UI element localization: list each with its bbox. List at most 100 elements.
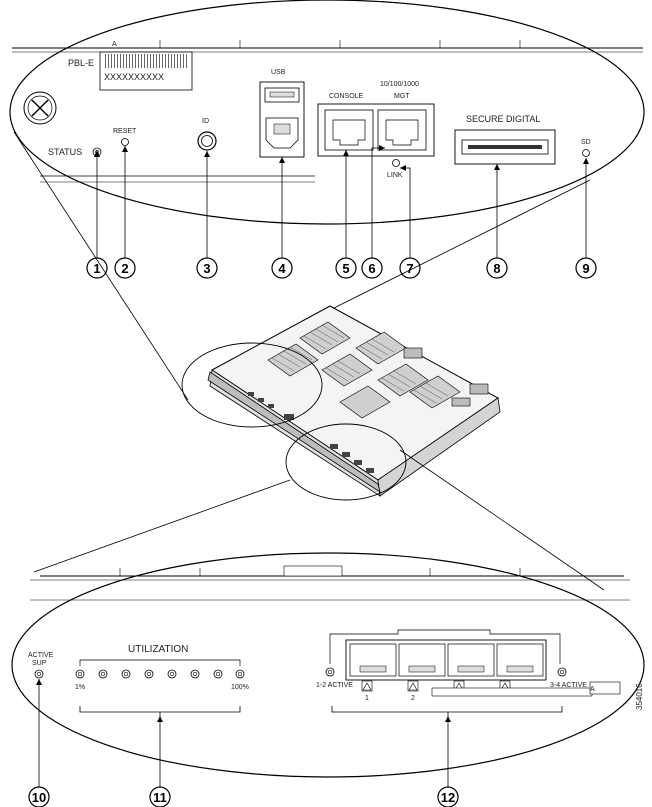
svg-text:8: 8	[493, 261, 500, 276]
callout-9: 9	[575, 257, 597, 279]
callout-6: 6	[361, 257, 383, 279]
usb-port-icon	[259, 81, 305, 158]
utilization-led-icon	[235, 669, 245, 679]
faceplate-ports	[248, 392, 374, 473]
svg-text:2: 2	[121, 261, 128, 276]
bottom-magnifier-ellipse	[11, 552, 645, 778]
link-label: LINK	[387, 172, 403, 179]
id-label: ID	[202, 118, 209, 125]
sd-led-icon	[582, 149, 590, 157]
svg-text:6: 6	[368, 261, 375, 276]
bottom-leader-arrows	[36, 679, 451, 722]
reset-button-icon	[121, 138, 129, 146]
utilization-bracket	[79, 659, 241, 666]
tag-a-bottom: A	[590, 686, 595, 693]
top-leader-arrows	[94, 145, 589, 171]
ejector-latch	[589, 681, 621, 695]
console-label: CONSOLE	[329, 93, 364, 100]
bottom-callouts: 10 11 12	[28, 786, 459, 807]
active-sup-label-line1: ACTIVE	[28, 652, 54, 659]
serial-number: XXXXXXXXXX	[104, 72, 164, 82]
svg-text:11: 11	[153, 790, 167, 805]
utilization-label: UTILIZATION	[128, 644, 188, 655]
utilization-leds	[75, 669, 245, 679]
bottom-magnified-panel: ACTIVE SUP UTILIZATION 1% 100%	[11, 552, 645, 778]
utilization-led-icon	[190, 669, 200, 679]
status-label: STATUS	[48, 147, 82, 157]
svg-text:10: 10	[32, 790, 46, 805]
id-button-icon	[197, 131, 217, 151]
mgt-speed-label: 10/100/1000	[380, 81, 419, 88]
utilization-led-icon	[75, 669, 85, 679]
bottom-projection-lines	[33, 449, 605, 591]
utilization-led-icon	[144, 669, 154, 679]
top-magnifier-ellipse	[9, 0, 645, 225]
partial-model-label: PBL-E	[68, 58, 94, 68]
backplane-connectors	[403, 347, 489, 407]
sd-label: SD	[581, 139, 591, 146]
svg-text:9: 9	[582, 261, 589, 276]
top-leader-lines	[96, 146, 587, 258]
callout-5: 5	[335, 257, 357, 279]
faceplate	[207, 371, 381, 493]
utilization-led-icon	[213, 669, 223, 679]
callout-1: 1	[86, 257, 108, 279]
mgt-label: MGT	[394, 93, 410, 100]
callout-8: 8	[486, 257, 508, 279]
ports-34-active-label: 3-4 ACTIVE	[550, 682, 587, 689]
svg-text:5: 5	[342, 261, 349, 276]
callout-2: 2	[114, 257, 136, 279]
ports-34-active-led-icon	[557, 667, 567, 677]
callout-12: 12	[437, 786, 459, 807]
link-led-icon	[392, 159, 400, 167]
active-sup-led-icon	[34, 669, 44, 679]
callout-11-brace	[79, 706, 241, 716]
svg-text:7: 7	[406, 261, 413, 276]
utilization-max-label: 100%	[231, 684, 249, 691]
callout-3: 3	[196, 257, 218, 279]
figure-id: 354016	[635, 683, 644, 710]
utilization-led-icon	[121, 669, 131, 679]
bottom-tab-top	[283, 565, 343, 577]
callout-12-brace	[331, 706, 563, 716]
sfp-cage	[345, 639, 547, 681]
secure-digital-slot-icon	[454, 129, 556, 165]
port-1-label: 1	[365, 695, 369, 702]
svg-text:1: 1	[93, 261, 100, 276]
ports-zoom-ellipse	[285, 423, 407, 501]
callout-7: 7	[399, 257, 421, 279]
heatsinks	[267, 321, 461, 419]
serial-label-plate: XXXXXXXXXX	[99, 51, 193, 91]
utilization-min-label: 1%	[75, 684, 85, 691]
utilization-led-icon	[98, 669, 108, 679]
ejector-tab	[431, 687, 593, 697]
heatsink-fins	[271, 324, 449, 404]
screw-icon	[23, 91, 57, 125]
top-magnified-panel: XXXXXXXXXX PBL-E A STATUS RESET ID USB	[9, 0, 645, 225]
callout-11: 11	[149, 786, 171, 807]
supervisor-module-board	[181, 305, 501, 501]
active-sup-label-line2: SUP	[32, 660, 47, 667]
laser-warning-icon	[361, 680, 373, 692]
port-2-label: 2	[411, 695, 415, 702]
ports-12-active-label: 1-2 ACTIVE	[316, 682, 353, 689]
secure-digital-label: SECURE DIGITAL	[466, 114, 540, 124]
ports-12-active-led-icon	[325, 667, 335, 677]
top-edge-notches	[159, 40, 521, 48]
reset-label: RESET	[113, 128, 137, 135]
top-callouts: 1 2 3 4 5 6 7 8 9	[86, 257, 597, 279]
bottom-leader-lines	[38, 679, 449, 788]
svg-text:4: 4	[278, 261, 286, 276]
ports-bracket	[329, 629, 561, 664]
console-mgt-ports-icon	[317, 103, 435, 157]
tag-a-top: A	[112, 41, 117, 48]
laser-warning-icon	[407, 680, 419, 692]
front-panel-zoom-ellipse	[181, 342, 323, 428]
usb-label: USB	[271, 69, 286, 76]
utilization-led-icon	[167, 669, 177, 679]
svg-text:3: 3	[203, 261, 210, 276]
callout-10: 10	[28, 786, 50, 807]
callout-4: 4	[271, 257, 293, 279]
svg-text:12: 12	[441, 790, 455, 805]
